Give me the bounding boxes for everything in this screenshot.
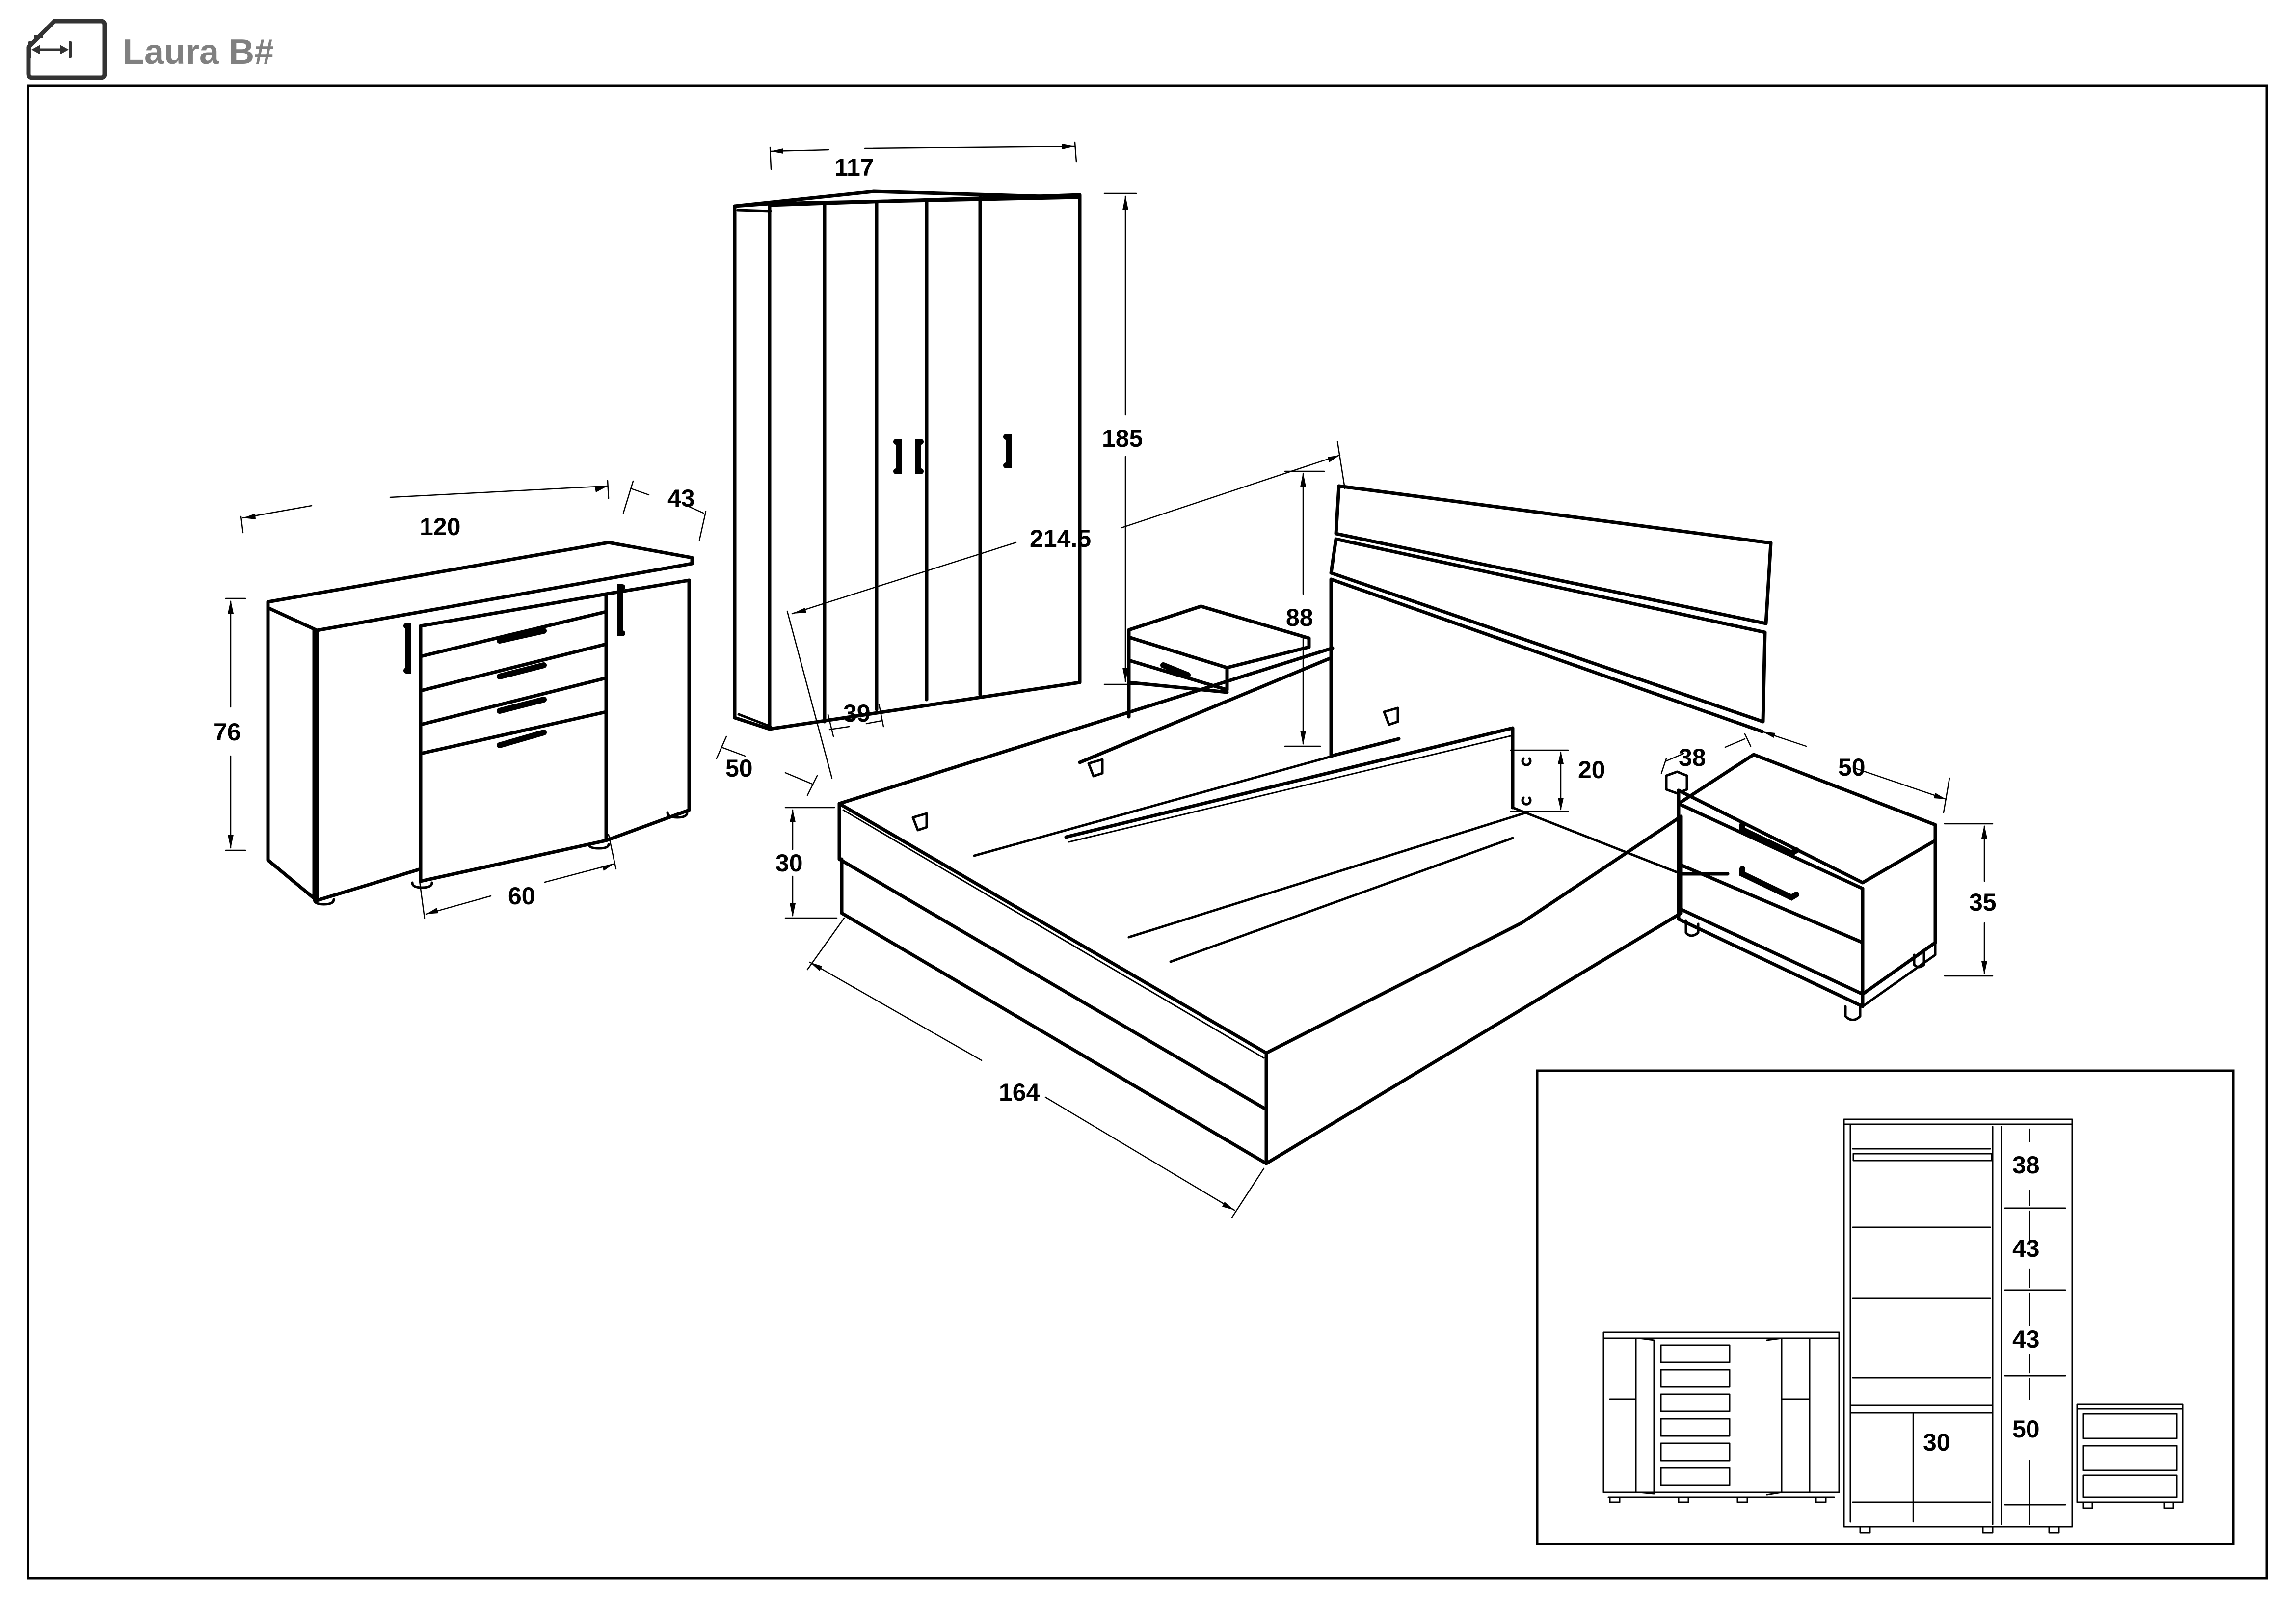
dim-label: 50 [725,755,753,782]
wardrobe-drawing [733,189,1082,731]
dim-label: 185 [1102,425,1143,452]
dim-label: 43 [2012,1235,2040,1262]
dim-label: 38 [1679,744,1706,771]
nightstand-dimensions: 38 50 35 [1660,731,1997,977]
dim-label: 120 [420,513,460,541]
bed-drawing [837,484,1773,1165]
dim-label: 164 [999,1079,1040,1106]
drawer-handle-icon [497,662,547,679]
drawer-handle-icon [1739,866,1799,901]
dim-label: 30 [775,849,803,877]
dim-label: 50 [1838,754,1866,781]
dim-label: 38 [2012,1151,2040,1179]
page-title: Laura B# [123,32,274,72]
dim-label: 39 [843,700,871,727]
door-handle-icon [1003,434,1012,468]
dim-label: 214.5 [1030,525,1091,552]
sideboard-dimensions: 120 43 76 60 [214,480,707,919]
door-handle-icon [403,623,411,674]
wardrobe-dimensions: 117 185 50 39 [716,141,1143,796]
drawer-handle-icon [1739,822,1799,857]
dim-label: 43 [2012,1326,2040,1353]
door-handle-icon [617,584,625,636]
dim-label: 35 [1969,889,1997,916]
sideboard-interior [1602,1331,1840,1503]
interior-layout-inset: 38 43 43 50 30 [1536,1069,2235,1545]
dim-label: 117 [834,154,874,181]
drawer-handle-icon [497,697,547,714]
dim-label: 20 [1578,756,1605,784]
dimensions-document-icon [26,19,107,80]
bed-dimensions: 214.5 164 30 88 20 [775,441,1605,1218]
dim-label: 88 [1286,604,1313,631]
nightstand-interior [2076,1403,2184,1509]
dim-label: 30 [1923,1429,1950,1456]
dim-label: 60 [508,882,535,910]
nightstand-drawing [1665,753,1937,1021]
wardrobe-interior: 38 43 43 50 30 [1843,1118,2073,1534]
dim-label: 43 [667,485,695,512]
drawer-handle-icon [497,730,547,748]
dim-label: 50 [2012,1415,2040,1443]
dim-label: 76 [214,718,241,746]
drawing-frame [27,84,2268,1580]
rear-nightstand-drawing [1127,604,1311,719]
sideboard-drawing [266,541,694,906]
drawer-handle-icon [497,628,547,644]
door-handle-icon [915,439,924,474]
drawer-handle-icon [1160,662,1191,678]
door-handle-icon [893,439,902,474]
